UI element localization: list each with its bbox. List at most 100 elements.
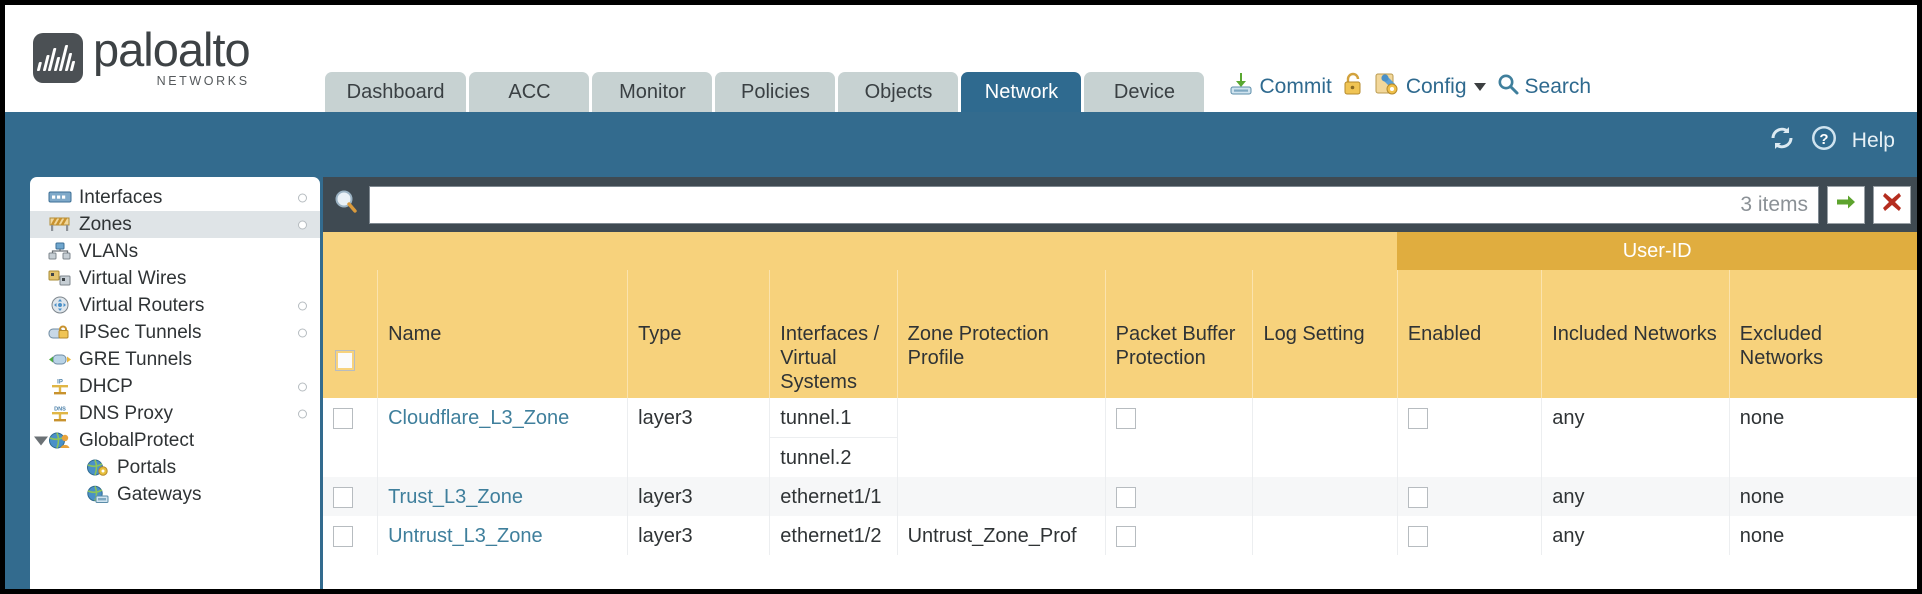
- tab-acc[interactable]: ACC: [469, 72, 590, 112]
- tab-device[interactable]: Device: [1084, 72, 1205, 112]
- status-dot: [298, 409, 307, 418]
- group-header-user-id: User-ID: [1397, 232, 1917, 270]
- green-arrow-apply-icon: [1834, 190, 1858, 219]
- virtual-wires-icon: [48, 269, 72, 289]
- row-select-cell: [323, 477, 378, 516]
- red-x-clear-icon: [1880, 190, 1904, 219]
- column-header-interfaces[interactable]: Interfaces / Virtual Systems: [769, 270, 898, 398]
- main-nav-tabs: Dashboard ACC Monitor Policies Objects N…: [324, 72, 1205, 112]
- select-all-checkbox[interactable]: [335, 349, 355, 371]
- cell-excluded-networks: none: [1728, 516, 1917, 555]
- sidebar-item-dhcp[interactable]: IP DHCP: [30, 373, 320, 400]
- sidebar-item-gre-tunnels[interactable]: GRE Tunnels: [30, 346, 320, 373]
- help-question-icon[interactable]: ?: [1810, 124, 1838, 157]
- commit-button[interactable]: Commit: [1228, 71, 1332, 102]
- zones-content-panel: 3 items: [323, 177, 1917, 589]
- zone-name-link[interactable]: Untrust_L3_Zone: [388, 525, 543, 547]
- search-magnifier-icon: [1496, 72, 1520, 101]
- sidebar-item-virtual-wires[interactable]: Virtual Wires: [30, 265, 320, 292]
- table-row[interactable]: Trust_L3_Zone layer3 ethernet1/1: [323, 477, 1917, 516]
- zone-name-link[interactable]: Cloudflare_L3_Zone: [388, 407, 570, 429]
- packet-buffer-protection-checkbox[interactable]: [1115, 487, 1136, 508]
- cell-interfaces: tunnel.1 tunnel.2: [769, 398, 898, 477]
- user-id-enabled-checkbox[interactable]: [1407, 408, 1428, 429]
- lock-button[interactable]: [1342, 71, 1364, 102]
- config-menu[interactable]: Config: [1374, 71, 1486, 102]
- tab-network[interactable]: Network: [961, 72, 1082, 112]
- svg-text:IP: IP: [57, 379, 63, 385]
- sidebar-item-portals[interactable]: Portals: [30, 454, 320, 481]
- sidebar-item-ipsec-tunnels[interactable]: IPSec Tunnels: [30, 319, 320, 346]
- sidebar-item-globalprotect[interactable]: GlobalProtect: [30, 427, 320, 454]
- sidebar-item-dns-proxy[interactable]: DNS DNS Proxy: [30, 400, 320, 427]
- cell-log-setting: [1252, 516, 1398, 555]
- search-button[interactable]: Search: [1496, 72, 1591, 101]
- zones-barrier-icon: [48, 215, 72, 235]
- tab-monitor[interactable]: Monitor: [592, 72, 713, 112]
- virtual-routers-icon: [48, 296, 72, 316]
- user-id-enabled-checkbox[interactable]: [1407, 487, 1428, 508]
- filter-input[interactable]: 3 items: [369, 185, 1819, 224]
- brand-tagline: NETWORKS: [156, 74, 250, 88]
- sidebar-item-virtual-routers[interactable]: Virtual Routers: [30, 292, 320, 319]
- config-label: Config: [1405, 74, 1467, 98]
- table-row[interactable]: Untrust_L3_Zone layer3 ethernet1/2 Untru…: [323, 516, 1917, 555]
- cell-zone-protection-profile: [896, 477, 1106, 516]
- search-magnifier-icon[interactable]: [331, 187, 361, 222]
- sidebar-item-vlans[interactable]: VLANs: [30, 238, 320, 265]
- band-actions: ? Help: [1768, 124, 1895, 157]
- sub-header-band: ? Help: [5, 112, 1917, 177]
- tab-policies[interactable]: Policies: [715, 72, 836, 112]
- select-all-header: [323, 270, 378, 398]
- user-id-enabled-checkbox[interactable]: [1407, 526, 1428, 547]
- cell-included-networks: any: [1541, 516, 1730, 555]
- ipsec-tunnels-lock-icon: [48, 323, 72, 343]
- column-header-excluded-networks[interactable]: Excluded Networks: [1728, 270, 1917, 398]
- zones-table: User-ID Name Type Interfaces / Virtual S…: [323, 232, 1917, 555]
- interface-item: ethernet1/1: [780, 486, 882, 508]
- column-header-enabled[interactable]: Enabled: [1396, 270, 1542, 398]
- column-header-packet-buffer-protection[interactable]: Packet Buffer Protection: [1104, 270, 1253, 398]
- cell-log-setting: [1252, 398, 1398, 477]
- zones-table-scroll[interactable]: User-ID Name Type Interfaces / Virtual S…: [323, 232, 1917, 589]
- sidebar-item-label: GlobalProtect: [79, 429, 195, 451]
- sidebar-item-label: Interfaces: [79, 186, 163, 208]
- row-checkbox[interactable]: [333, 487, 353, 508]
- clear-filter-button[interactable]: [1873, 185, 1911, 224]
- refresh-icon[interactable]: [1768, 124, 1796, 157]
- column-header-log-setting[interactable]: Log Setting: [1252, 270, 1398, 398]
- table-row[interactable]: Cloudflare_L3_Zone layer3 tunnel.1 tunne…: [323, 398, 1917, 477]
- row-select-cell: [323, 398, 378, 477]
- zone-name-link[interactable]: Trust_L3_Zone: [388, 486, 523, 508]
- paloalto-logo-icon: [33, 33, 83, 83]
- row-checkbox[interactable]: [333, 526, 353, 547]
- sidebar-item-interfaces[interactable]: Interfaces: [30, 184, 320, 211]
- expander-triangle-icon[interactable]: [34, 436, 48, 445]
- column-header-name[interactable]: Name: [377, 270, 628, 398]
- column-header-type[interactable]: Type: [627, 270, 770, 398]
- packet-buffer-protection-checkbox[interactable]: [1115, 526, 1136, 547]
- app-header: paloalto NETWORKS Dashboard ACC Monitor …: [5, 5, 1917, 112]
- commit-label: Commit: [1259, 74, 1332, 98]
- gateways-globe-icon: [86, 485, 110, 505]
- cell-interfaces: ethernet1/2: [769, 516, 898, 555]
- help-label[interactable]: Help: [1851, 128, 1895, 152]
- cell-zone-protection-profile: Untrust_Zone_Prof: [896, 516, 1106, 555]
- items-count-label: 3 items: [1740, 192, 1808, 216]
- sidebar-item-label: Zones: [79, 213, 132, 235]
- cell-zone-protection-profile: [896, 398, 1106, 477]
- sidebar-item-zones[interactable]: Zones: [30, 211, 320, 238]
- chevron-down-icon[interactable]: [1473, 82, 1486, 91]
- column-header-included-networks[interactable]: Included Networks: [1541, 270, 1730, 398]
- apply-filter-button[interactable]: [1827, 185, 1865, 224]
- zones-table-body: Cloudflare_L3_Zone layer3 tunnel.1 tunne…: [323, 398, 1917, 555]
- tab-dashboard[interactable]: Dashboard: [324, 72, 467, 112]
- row-checkbox[interactable]: [333, 408, 353, 429]
- packet-buffer-protection-checkbox[interactable]: [1115, 408, 1136, 429]
- column-header-zone-protection-profile[interactable]: Zone Protection Profile: [896, 270, 1106, 398]
- cell-interfaces: ethernet1/1: [769, 477, 898, 516]
- sidebar-item-gateways[interactable]: Gateways: [30, 481, 320, 508]
- cell-included-networks: any: [1541, 398, 1730, 477]
- cell-excluded-networks: none: [1728, 398, 1917, 477]
- tab-objects[interactable]: Objects: [838, 72, 959, 112]
